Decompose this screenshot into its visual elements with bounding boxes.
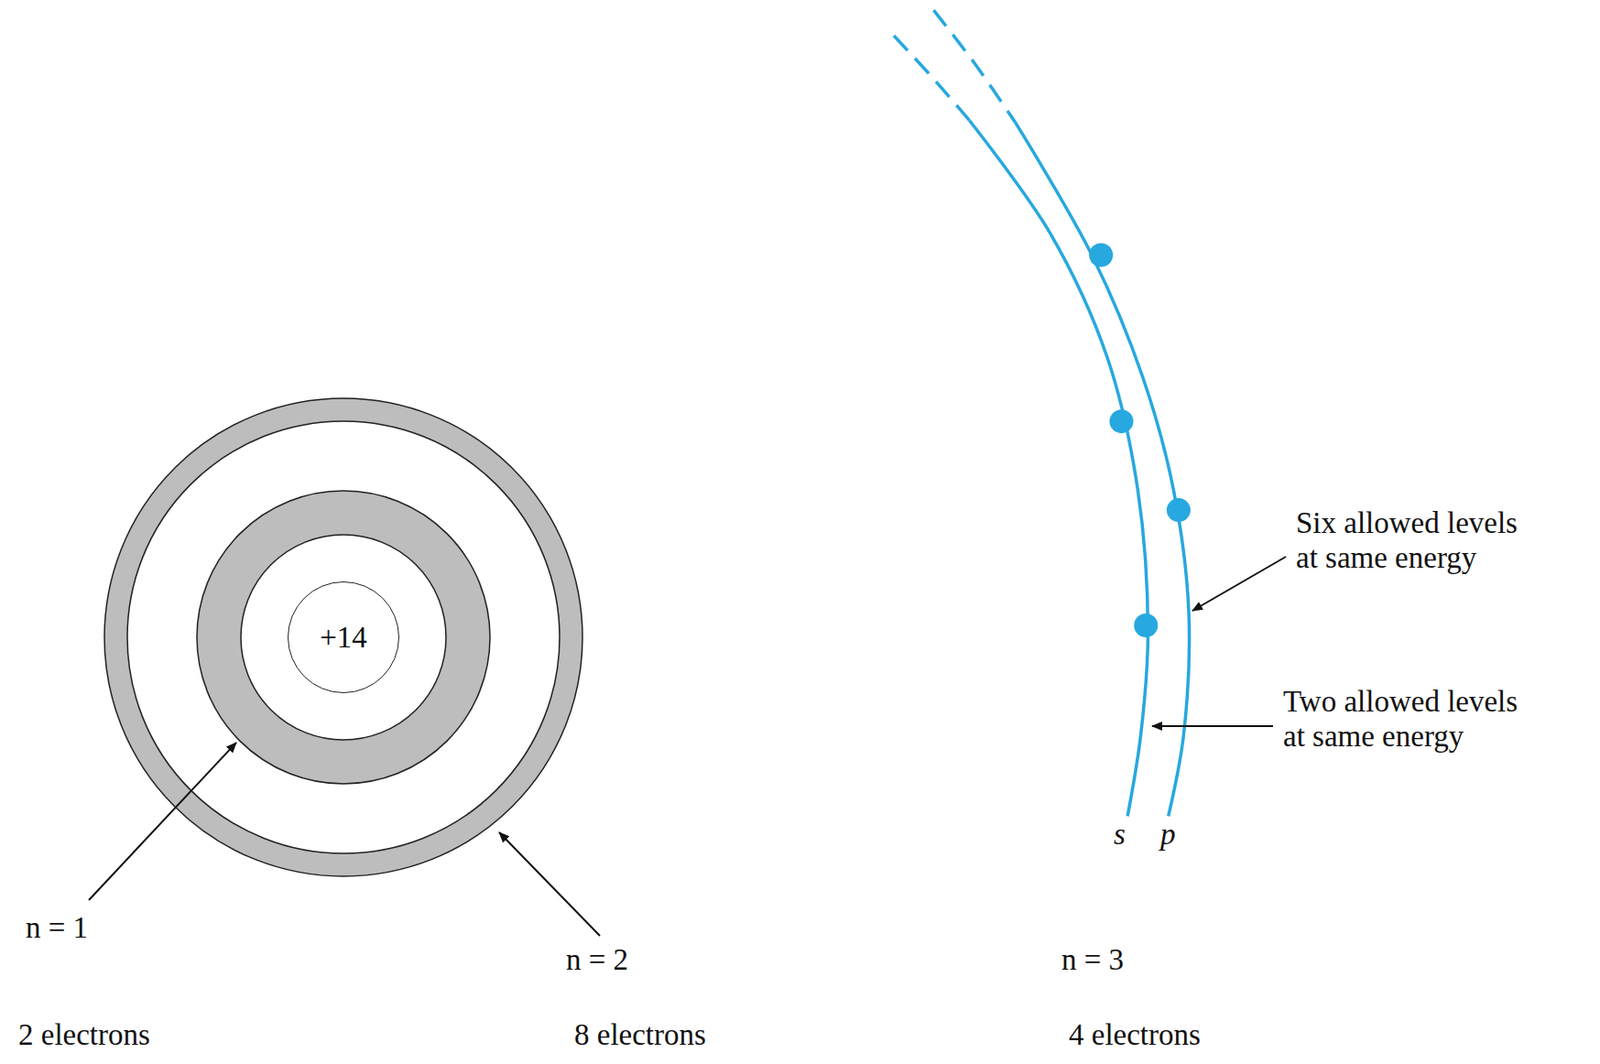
electron-dot [1166,498,1191,523]
shell-label: n = 2 [565,943,629,979]
electron-count: 4 electrons [1068,1018,1201,1054]
energy-level-arc [1015,122,1190,817]
leader-arrow [1192,556,1286,611]
leader-lines [88,556,1286,937]
electron-dot [1088,243,1113,268]
electron-count: 2 electrons [18,1018,151,1054]
shell-label: n = 1 [25,911,88,947]
electron-count: 8 electrons [574,1018,707,1054]
nucleus-charge: +14 [319,620,368,654]
electron-shells [104,398,583,877]
shell-band [196,490,490,784]
subshell-label: s [1113,817,1126,853]
energy-levels [893,10,1191,817]
electron-dot [1133,613,1158,638]
callout-note: Two allowed levels at same energy [1283,685,1533,755]
shell-gap [240,534,447,741]
energy-level-continuation [893,35,969,120]
leader-arrow [1152,725,1274,728]
callout-note: Six allowed levels at same energy [1295,506,1546,577]
leader-arrow [499,832,600,937]
shell-label: n = 3 [1061,943,1124,979]
energy-level-arc [968,119,1148,817]
electron-dot [1109,409,1133,434]
shell-band [104,398,583,877]
leader-arrow [88,742,237,901]
subshell-label: p [1160,817,1176,853]
nucleus-circle: +14 [287,581,400,694]
energy-level-continuation [933,10,1015,123]
